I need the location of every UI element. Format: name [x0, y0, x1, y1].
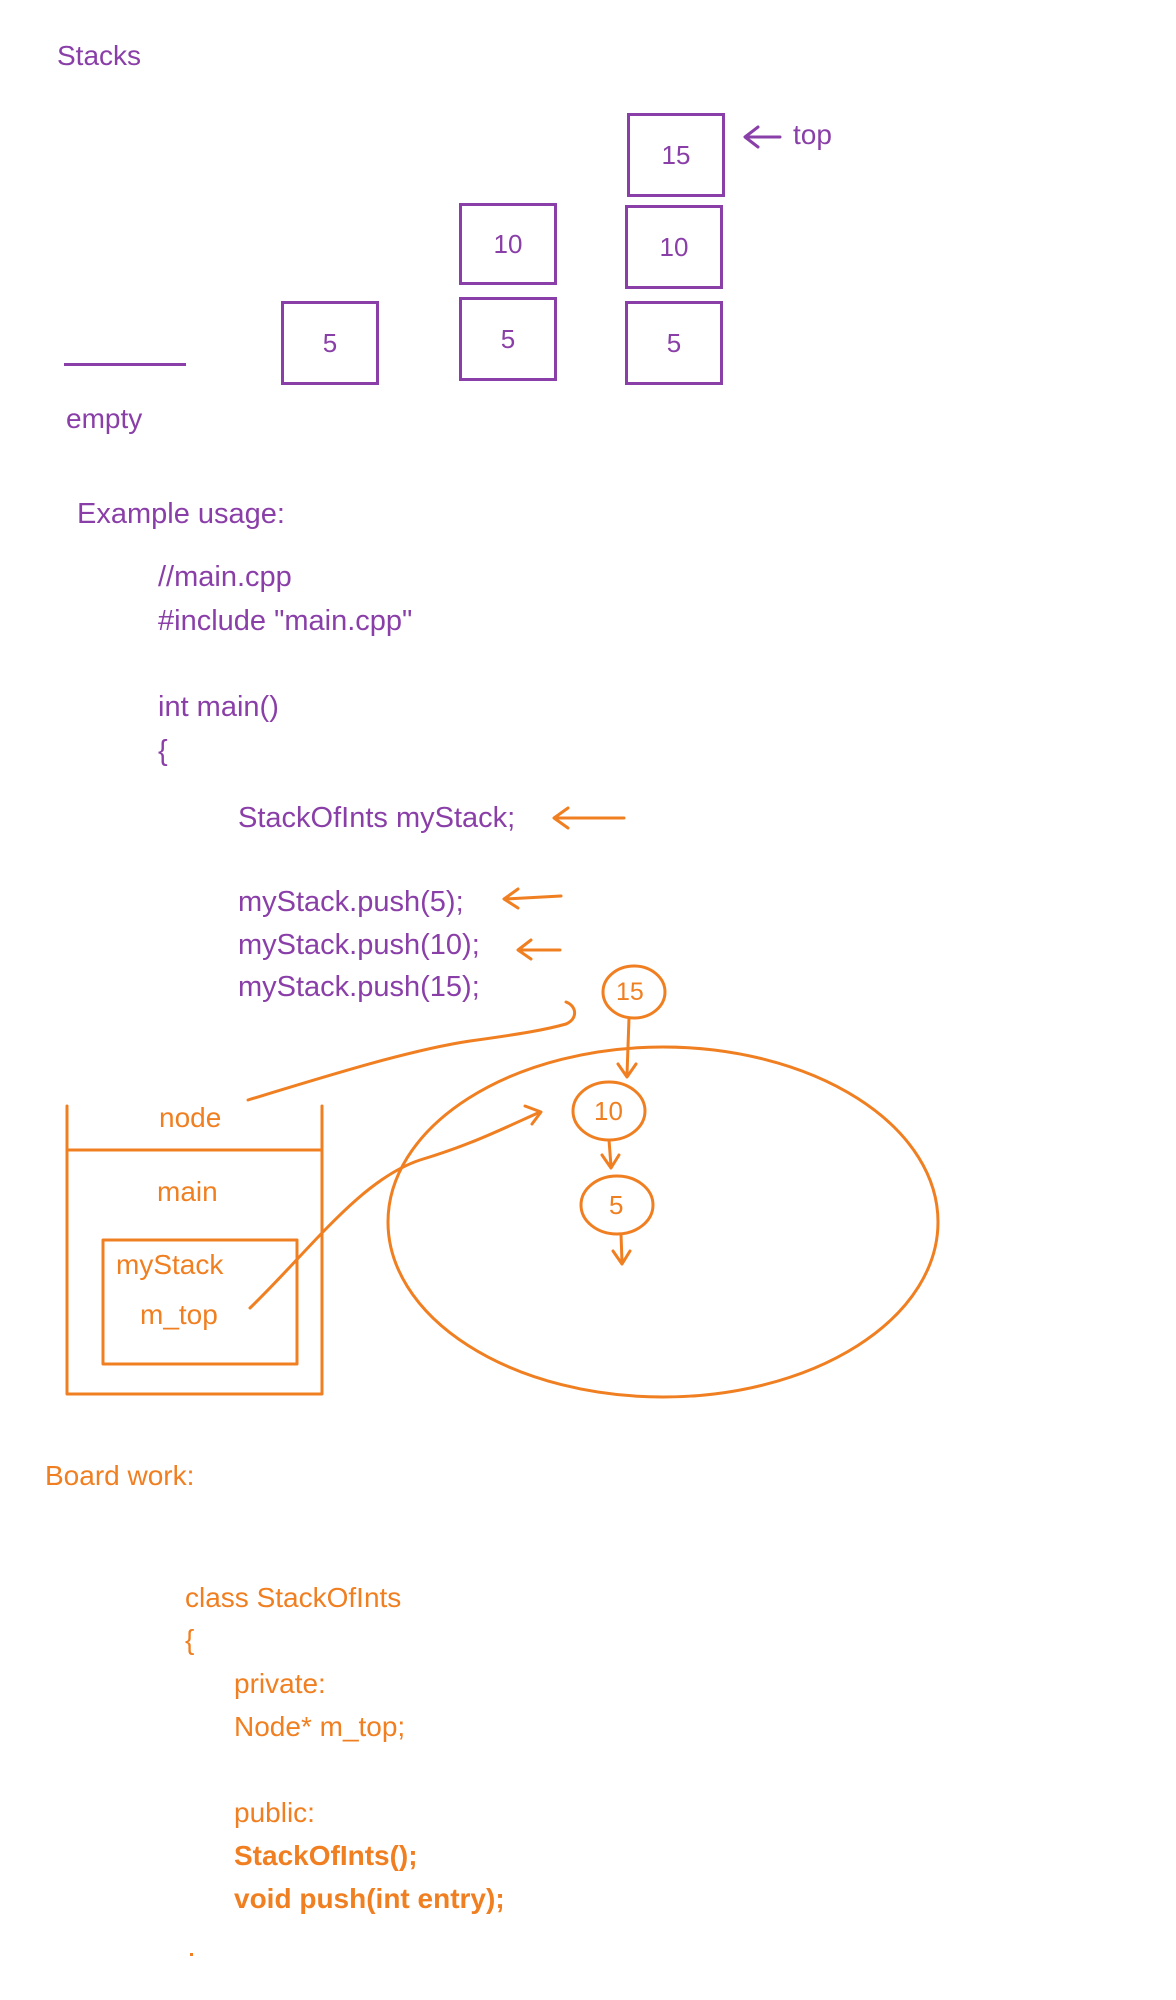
stack1-cell-5: 5 [281, 301, 379, 385]
bracket-icon [564, 1000, 577, 1026]
arrow-icon [600, 1138, 621, 1170]
top-arrow-icon [743, 125, 782, 149]
stack-frame [65, 1104, 324, 1396]
heap-ellipse [386, 1045, 940, 1399]
board-code-line: void push(int entry); [234, 1883, 505, 1914]
node-curve [246, 1022, 568, 1102]
board-code-line: public: [234, 1797, 315, 1828]
board-code-line: Node* m_top; [234, 1711, 406, 1742]
stack2-cell-10: 10 [459, 203, 557, 285]
board-heading: Board work: [45, 1460, 195, 1491]
board-code-line: StackOfInts(); [234, 1840, 418, 1871]
node-15-value: 15 [616, 978, 644, 1006]
example-heading: Example usage: [77, 498, 285, 530]
code-line: myStack.push(15); [238, 971, 480, 1003]
board-code-line: private: [234, 1668, 326, 1699]
stack2-cell-5: 5 [459, 297, 557, 381]
code-line: int main() [158, 691, 279, 723]
empty-stack-line [64, 363, 186, 366]
node-5-circle [579, 1174, 655, 1236]
board-code-line: { [185, 1624, 195, 1655]
arrow-icon [611, 1232, 632, 1266]
stack3-cell-10: 10 [625, 205, 723, 289]
dot [190, 1953, 193, 1956]
code-line: myStack.push(10); [238, 929, 480, 961]
stack3-cell-15: 15 [627, 113, 725, 197]
mystack-label: myStack [116, 1249, 224, 1280]
node-5-value: 5 [609, 1190, 624, 1220]
arrow-icon [516, 938, 562, 961]
code-line: //main.cpp [158, 561, 292, 593]
empty-label: empty [66, 403, 143, 434]
code-line: { [158, 735, 168, 767]
node-10-value: 10 [594, 1096, 623, 1126]
arrow-icon [523, 1104, 543, 1126]
mystack-frame [101, 1238, 299, 1366]
code-line: myStack.push(5); [238, 886, 464, 918]
page-title: Stacks [57, 40, 142, 71]
stack3-cell-5: 5 [625, 301, 723, 385]
main-label: main [157, 1176, 218, 1207]
m-top-label: m_top [140, 1299, 218, 1330]
node-label: node [159, 1102, 222, 1133]
m-top-pointer [248, 1110, 542, 1310]
code-line: #include "main.cpp" [158, 605, 413, 637]
top-label: top [793, 119, 832, 150]
code-line: StackOfInts myStack; [238, 802, 516, 834]
arrow-icon [502, 887, 563, 910]
board-code-line: class StackOfInts [185, 1582, 402, 1613]
arrow-icon [616, 1016, 638, 1079]
node-15-circle [601, 964, 667, 1020]
arrow-icon [552, 806, 626, 830]
